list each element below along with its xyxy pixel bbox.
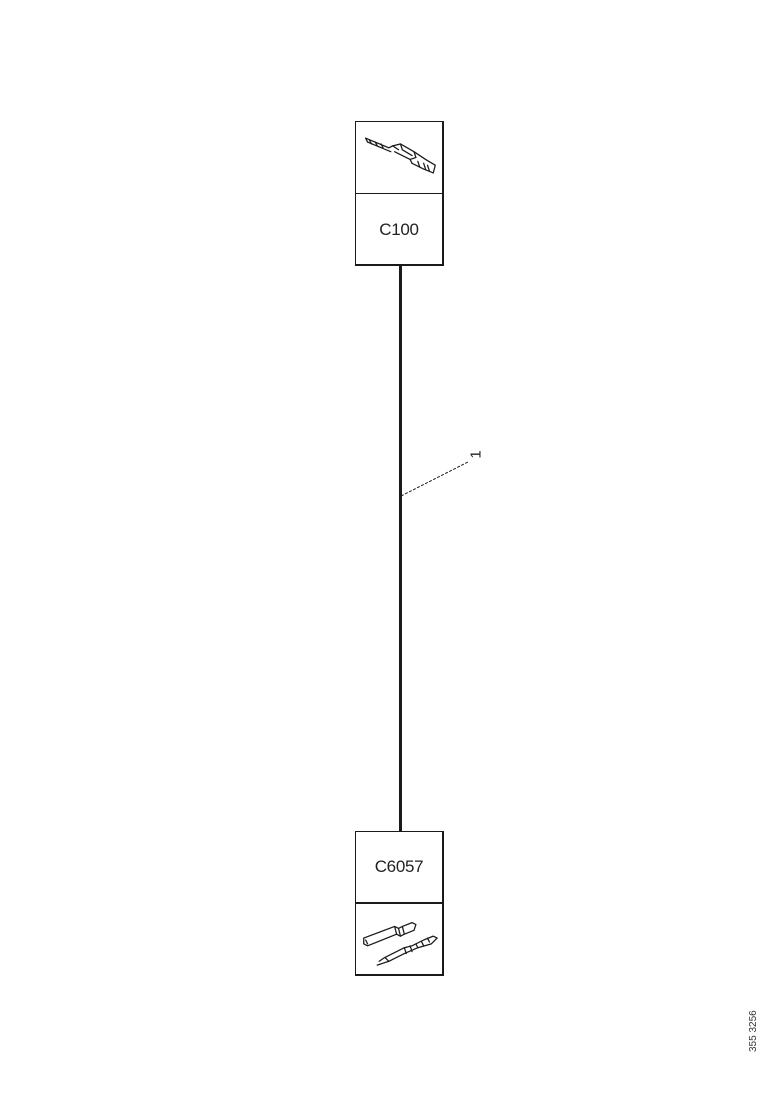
wire (399, 266, 402, 831)
connector-c100: C100 (355, 121, 444, 266)
terminal-pin-icon (356, 122, 442, 194)
connector-label: C6057 (356, 832, 442, 904)
connector-label: C100 (379, 220, 419, 239)
terminal-socket-icon (356, 904, 442, 976)
wire-callout-number: 1 (467, 450, 485, 459)
connector-c6057: C6057 (355, 831, 444, 976)
drawing-number: 355 3256 (748, 1010, 759, 1052)
